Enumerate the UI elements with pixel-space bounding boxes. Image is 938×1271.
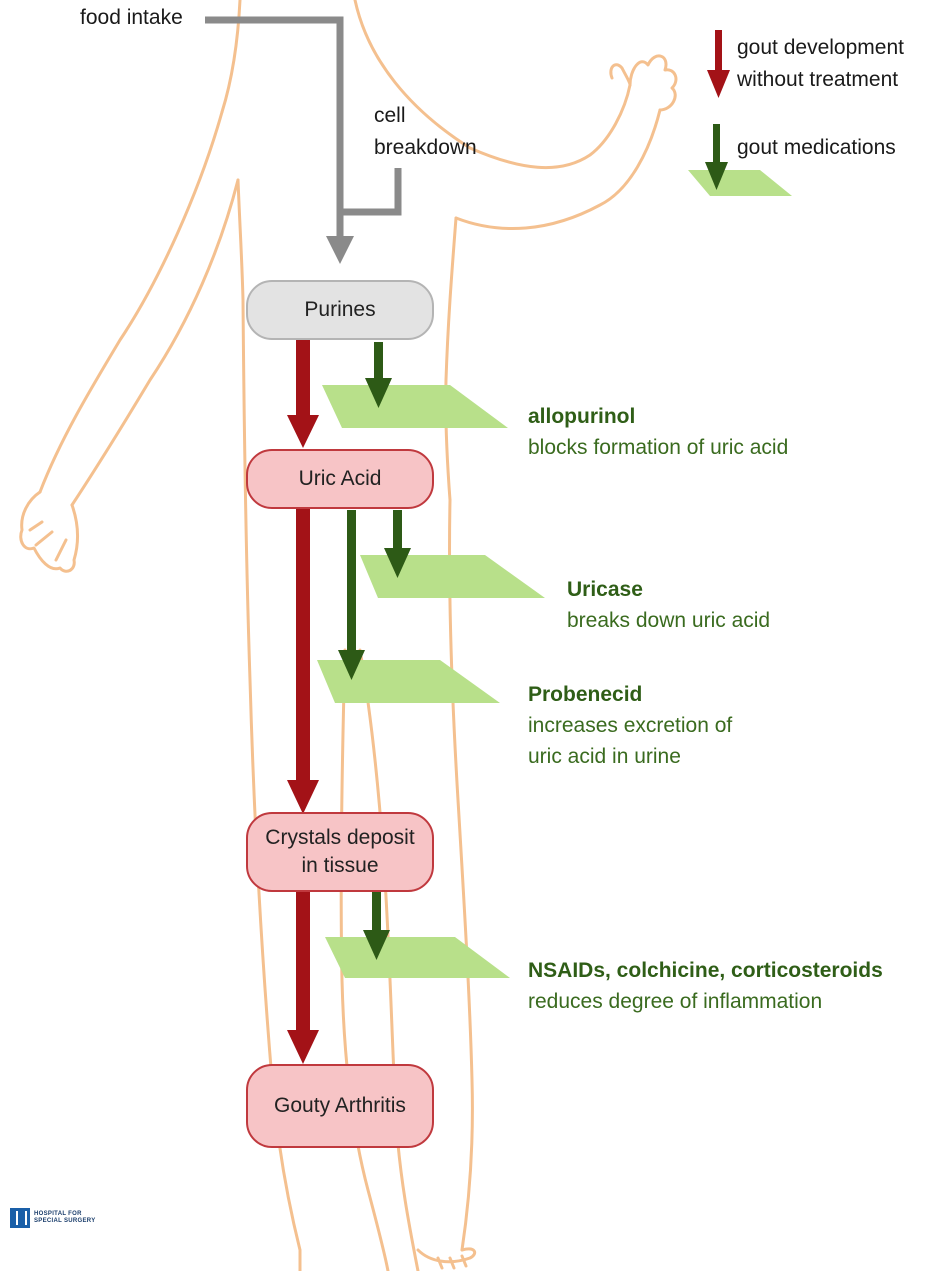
legend-red-arrow-icon [707, 30, 730, 98]
node-uric-acid: Uric Acid [246, 449, 434, 509]
probenecid-arrow [338, 510, 365, 680]
med-nsaids: NSAIDs, colchicine, corticosteroids redu… [528, 955, 883, 1017]
node-crystals-label-line2: in tissue [301, 852, 378, 880]
legend-red-label-line2: without treatment [737, 66, 898, 94]
logo-text: HOSPITAL FOR SPECIAL SURGERY [34, 1211, 96, 1225]
node-purines: Purines [246, 280, 434, 340]
uricase-plane [360, 555, 545, 598]
nsaids-plane [325, 937, 510, 978]
cell-breakdown-label-line1: cell [374, 102, 406, 130]
node-crystals-deposit: Crystals deposit in tissue [246, 812, 434, 892]
uric-acid-to-crystals-arrow [287, 508, 319, 814]
probenecid-plane [317, 660, 500, 703]
node-gouty-arthritis: Gouty Arthritis [246, 1064, 434, 1148]
legend-green-label: gout medications [737, 134, 896, 162]
cell-breakdown-connector [340, 168, 398, 212]
med-uricase-desc: breaks down uric acid [567, 605, 770, 636]
logo-text-line1: HOSPITAL FOR [34, 1211, 96, 1218]
med-uricase: Uricase breaks down uric acid [567, 574, 770, 636]
allopurinol-plane [322, 385, 508, 428]
med-probenecid-desc-line1: increases excretion of [528, 710, 732, 741]
legend-green-plane-icon [688, 170, 792, 196]
med-probenecid-desc-line2: uric acid in urine [528, 741, 732, 772]
purines-to-uric-acid-arrow [287, 340, 319, 448]
node-crystals-label-line1: Crystals deposit [265, 824, 414, 852]
node-uric-acid-label: Uric Acid [299, 465, 382, 493]
med-nsaids-name: NSAIDs, colchicine, corticosteroids [528, 955, 883, 986]
med-nsaids-desc: reduces degree of inflammation [528, 986, 883, 1017]
node-gouty-arthritis-label: Gouty Arthritis [274, 1092, 406, 1120]
food-intake-connector [205, 20, 340, 250]
med-allopurinol-name: allopurinol [528, 401, 788, 432]
hss-logo-icon [10, 1208, 30, 1228]
legend-red-label-line1: gout development [737, 34, 904, 62]
hospital-logo: HOSPITAL FOR SPECIAL SURGERY [10, 1208, 96, 1228]
food-intake-label: food intake [80, 4, 183, 32]
logo-text-line2: SPECIAL SURGERY [34, 1218, 96, 1225]
med-allopurinol: allopurinol blocks formation of uric aci… [528, 401, 788, 463]
med-probenecid-name: Probenecid [528, 679, 732, 710]
crystals-to-arthritis-arrow [287, 892, 319, 1064]
node-purines-label: Purines [304, 296, 375, 324]
med-allopurinol-desc: blocks formation of uric acid [528, 432, 788, 463]
med-uricase-name: Uricase [567, 574, 770, 605]
med-probenecid: Probenecid increases excretion of uric a… [528, 679, 732, 772]
cell-breakdown-label-line2: breakdown [374, 134, 477, 162]
